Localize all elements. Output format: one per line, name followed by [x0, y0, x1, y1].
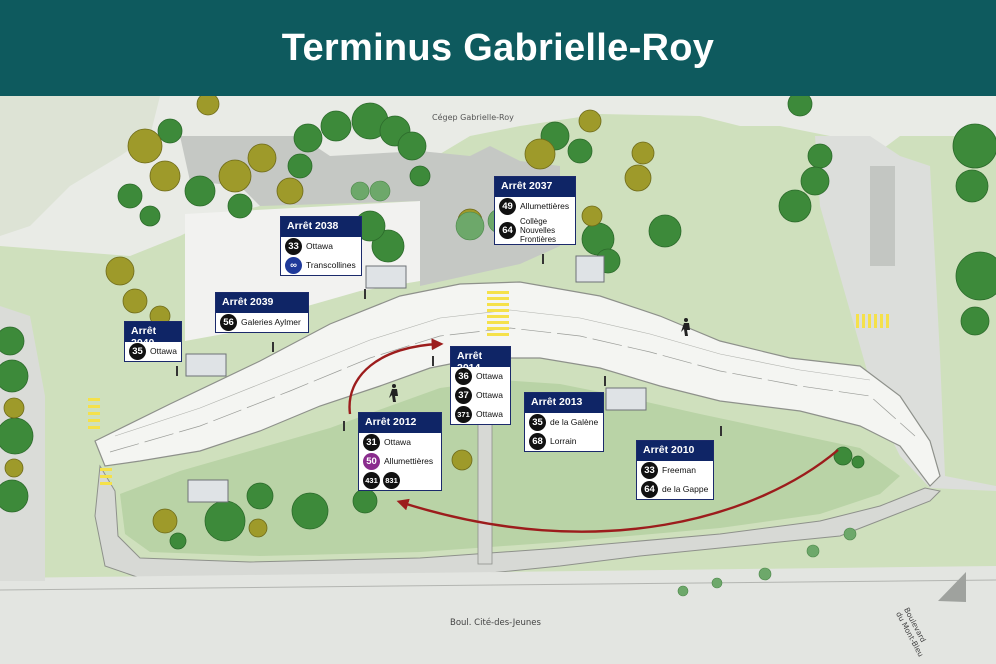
- stop-2010[interactable]: Arrêt 2010 33 Freeman 64 de la Gappe: [636, 440, 714, 500]
- route-destination: de la Gappe: [662, 484, 709, 494]
- route-row: 68 Lorrain: [525, 432, 603, 451]
- route-row: 35 de la Galène: [525, 413, 603, 432]
- transcollines-icon: ∞: [285, 257, 302, 274]
- stop-2014[interactable]: Arrêt 2014 36 Ottawa 37 Ottawa 371 Ottaw…: [450, 346, 511, 425]
- route-destination: Collège Nouvelles Frontières: [520, 216, 557, 244]
- route-destination: Transcollines: [306, 260, 356, 270]
- stop-name: Arrêt 2037: [495, 177, 575, 197]
- route-badge: 31: [363, 434, 380, 451]
- route-row: 50 Allumettières: [359, 452, 441, 471]
- route-destination: de la Galène: [550, 417, 599, 427]
- route-destination: Ottawa: [384, 437, 411, 447]
- bus-shelter-icon: [185, 255, 647, 503]
- route-badge: 56: [220, 314, 237, 331]
- route-destination: Allumettières: [520, 201, 570, 211]
- route-badge: 33: [641, 462, 658, 479]
- stop-pole-icon: [176, 254, 722, 436]
- route-row: 64 de la Gappe: [637, 480, 713, 499]
- route-badge: 35: [129, 343, 146, 360]
- route-badge: 36: [455, 368, 472, 385]
- route-badge: 68: [529, 433, 546, 450]
- route-destination: Ottawa: [306, 241, 333, 251]
- route-badge: 49: [499, 198, 516, 215]
- route-badge: 431: [363, 472, 380, 489]
- stop-2039[interactable]: Arrêt 2039 56 Galeries Aylmer: [215, 292, 309, 333]
- cegep-label: Cégep Gabrielle-Roy: [432, 113, 514, 122]
- route-destination: Ottawa: [476, 371, 503, 381]
- title-banner: Terminus Gabrielle-Roy: [0, 0, 996, 96]
- stop-name: Arrêt 2012: [359, 413, 441, 433]
- route-row: 37 Ottawa: [451, 386, 510, 405]
- tree-icon: [0, 96, 996, 550]
- route-badge: 831: [383, 472, 400, 489]
- stop-name: Arrêt 2040: [125, 322, 181, 349]
- route-row: 31 Ottawa: [359, 433, 441, 452]
- route-destination: Galeries Aylmer: [241, 317, 301, 327]
- route-row: 49 Allumettières: [495, 197, 575, 216]
- route-row: ∞ Transcollines: [281, 256, 361, 275]
- route-row: 33 Ottawa: [281, 237, 361, 256]
- route-destination: Ottawa: [476, 390, 503, 400]
- route-badge: 35: [529, 414, 546, 431]
- terminal-map: Cégep Gabrielle-Roy Boul. Cité-des-Jeune…: [0, 96, 996, 664]
- route-row: 64 Collège Nouvelles Frontières: [495, 216, 575, 244]
- route-badge: 50: [363, 453, 380, 470]
- route-row: 371 Ottawa: [451, 405, 510, 424]
- route-row: 36 Ottawa: [451, 367, 510, 386]
- stop-name: Arrêt 2039: [216, 293, 308, 313]
- boul-cite-label: Boul. Cité-des-Jeunes: [450, 618, 541, 628]
- stop-2013[interactable]: Arrêt 2013 35 de la Galène 68 Lorrain: [524, 392, 604, 452]
- route-destination: Allumettières: [384, 456, 434, 466]
- stop-2012[interactable]: Arrêt 2012 31 Ottawa 50 Allumettières 43…: [358, 412, 442, 491]
- route-badge: 64: [499, 221, 516, 239]
- stop-name: Arrêt 2014: [451, 347, 510, 374]
- route-badge: 33: [285, 238, 302, 255]
- page-title: Terminus Gabrielle-Roy: [281, 26, 715, 69]
- stop-2037[interactable]: Arrêt 2037 49 Allumettières 64 Collège N…: [494, 176, 576, 245]
- route-destination: Lorrain: [550, 436, 577, 446]
- route-destination: Ottawa: [476, 409, 503, 419]
- route-destination: Ottawa: [150, 346, 177, 356]
- stop-name: Arrêt 2010: [637, 441, 713, 461]
- route-badge: 37: [455, 387, 472, 404]
- route-badge: 64: [641, 481, 658, 498]
- route-badge: 371: [455, 406, 472, 423]
- pedestrian-icon: [389, 318, 690, 402]
- route-row: 56 Galeries Aylmer: [216, 313, 308, 332]
- route-row: 35 Ottawa: [125, 342, 181, 361]
- route-row: 431 831: [359, 471, 441, 490]
- stop-name: Arrêt 2038: [281, 217, 361, 237]
- route-destination: Freeman: [662, 465, 697, 475]
- stop-2040[interactable]: Arrêt 2040 35 Ottawa: [124, 321, 182, 362]
- stop-2038[interactable]: Arrêt 2038 33 Ottawa ∞ Transcollines: [280, 216, 362, 276]
- stop-name: Arrêt 2013: [525, 393, 603, 413]
- route-row: 33 Freeman: [637, 461, 713, 480]
